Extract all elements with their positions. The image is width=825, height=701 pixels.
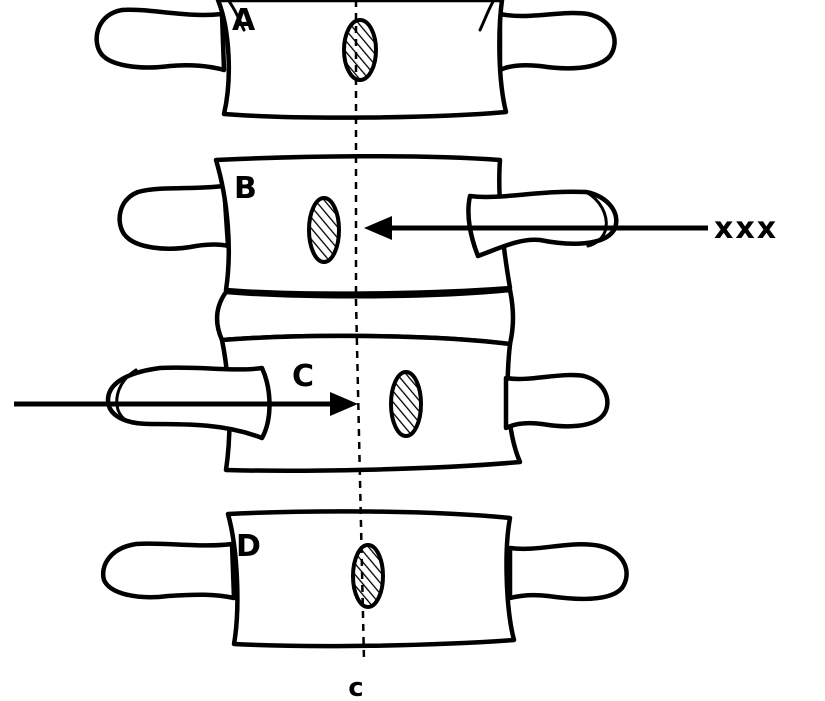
- vertebra-b-spinous-process: [309, 198, 339, 262]
- vertebra-d-label: D: [236, 529, 261, 564]
- vertebra-d: D: [103, 511, 626, 646]
- vertebra-c-right-process: [506, 375, 607, 428]
- vertebra-b-label: B: [234, 171, 257, 206]
- vertebra-b-body: [216, 156, 510, 293]
- vertebra-d-right-process: [510, 544, 627, 599]
- vertebra-d-left-process: [103, 544, 234, 598]
- midline-label: c: [348, 673, 363, 701]
- arrow-label: xxx: [714, 211, 778, 246]
- vertebra-c-label: C: [292, 359, 314, 394]
- vertebra-b-right-process: [468, 192, 616, 256]
- vertebra-a-left-process: [97, 10, 224, 70]
- vertebra-b-left-process: [120, 186, 228, 249]
- vertebra-a-label: A: [232, 3, 256, 38]
- vertebra-c-spinous-process: [391, 372, 421, 436]
- vertebra-d-spinous-process: [353, 545, 383, 607]
- vertebra-a-right-process: [500, 13, 615, 70]
- vertebra-a-spinous-process: [344, 20, 376, 80]
- vertebra-b: B: [120, 156, 617, 293]
